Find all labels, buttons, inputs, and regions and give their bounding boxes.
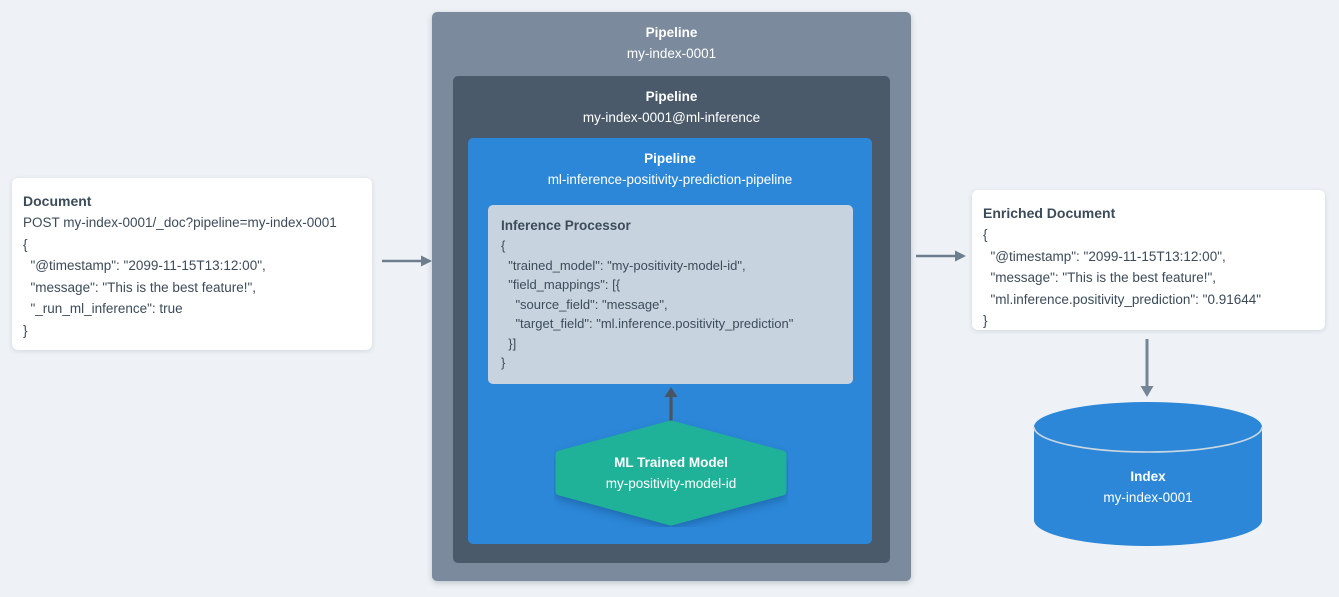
- pipeline-box-my-index-0001: Pipeline my-index-0001 Pipeline my-index…: [432, 12, 911, 581]
- document-card-title: Document: [23, 193, 92, 209]
- inference-processor-title: Inference Processor: [501, 218, 631, 233]
- document-code-line: "_run_ml_inference": true: [23, 301, 183, 316]
- enriched-document-card: Enriched Document { "@timestamp": "2099-…: [972, 190, 1325, 330]
- ml-trained-model-title: ML Trained Model: [614, 455, 728, 470]
- index-label: Index my-index-0001: [1032, 444, 1264, 530]
- enriched-document-title: Enriched Document: [983, 205, 1116, 221]
- index-subtitle: my-index-0001: [1103, 490, 1193, 505]
- ml-trained-model-label: ML Trained Model my-positivity-model-id: [554, 419, 788, 527]
- ml-inference-pipeline-title: Pipeline: [645, 89, 698, 104]
- hexagon-shape-icon: [555, 420, 787, 526]
- document-code-line: "@timestamp": "2099-11-15T13:12:00",: [23, 258, 266, 273]
- enriched-code-line: {: [983, 227, 988, 242]
- index-cylinder: Index my-index-0001: [1032, 400, 1264, 548]
- enriched-code-line: }: [983, 313, 988, 328]
- ml-trained-model-hexagon: ML Trained Model my-positivity-model-id: [554, 419, 788, 527]
- arrow-pipeline-to-enriched-document: [916, 250, 966, 262]
- enriched-code-line: "ml.inference.positivity_prediction": "0…: [983, 291, 1262, 307]
- outer-pipeline-title: Pipeline: [645, 25, 698, 40]
- pipeline-box-ml-inference: Pipeline my-index-0001@ml-inference Pipe…: [453, 76, 890, 563]
- document-code-line: {: [23, 236, 28, 252]
- processor-code-line: }: [501, 355, 506, 370]
- arrow-model-to-processor: [664, 387, 678, 422]
- cylinder-shape-icon: [1033, 402, 1263, 546]
- processor-code-line: }]: [501, 335, 517, 351]
- document-code-line: }: [23, 322, 28, 338]
- ml-inference-pipeline-subtitle: my-index-0001@ml-inference: [582, 110, 761, 125]
- enriched-code-line: "@timestamp": "2099-11-15T13:12:00",: [983, 248, 1226, 264]
- document-code-line: POST my-index-0001/_doc?pipeline=my-inde…: [23, 215, 337, 230]
- pipeline-box-positivity-prediction: Pipeline ml-inference-positivity-predict…: [468, 138, 872, 544]
- arrow-document-to-pipeline: [382, 255, 432, 267]
- processor-code-line: "source_field": "message",: [501, 296, 668, 312]
- document-code-line: "message": "This is the best feature!",: [23, 279, 257, 295]
- processor-code-line: "target_field": "ml.inference.positivity…: [501, 316, 794, 331]
- inference-pipeline-subtitle: ml-inference-positivity-prediction-pipel…: [547, 172, 793, 187]
- inference-processor-box: Inference Processor { "trained_model": "…: [488, 205, 853, 384]
- processor-code-line: "field_mappings": [{: [501, 277, 621, 292]
- arrow-enriched-document-to-index: [1140, 339, 1154, 397]
- inference-pipeline-title: Pipeline: [644, 151, 696, 166]
- processor-code-line: "trained_model": "my-positivity-model-id…: [501, 257, 746, 273]
- processor-code-line: {: [501, 238, 506, 253]
- outer-pipeline-subtitle: my-index-0001: [626, 46, 717, 61]
- document-card: Document POST my-index-0001/_doc?pipelin…: [12, 178, 372, 350]
- index-title: Index: [1130, 469, 1166, 484]
- enriched-code-line: "message": "This is the best feature!",: [983, 270, 1217, 285]
- ml-trained-model-subtitle: my-positivity-model-id: [605, 476, 737, 491]
